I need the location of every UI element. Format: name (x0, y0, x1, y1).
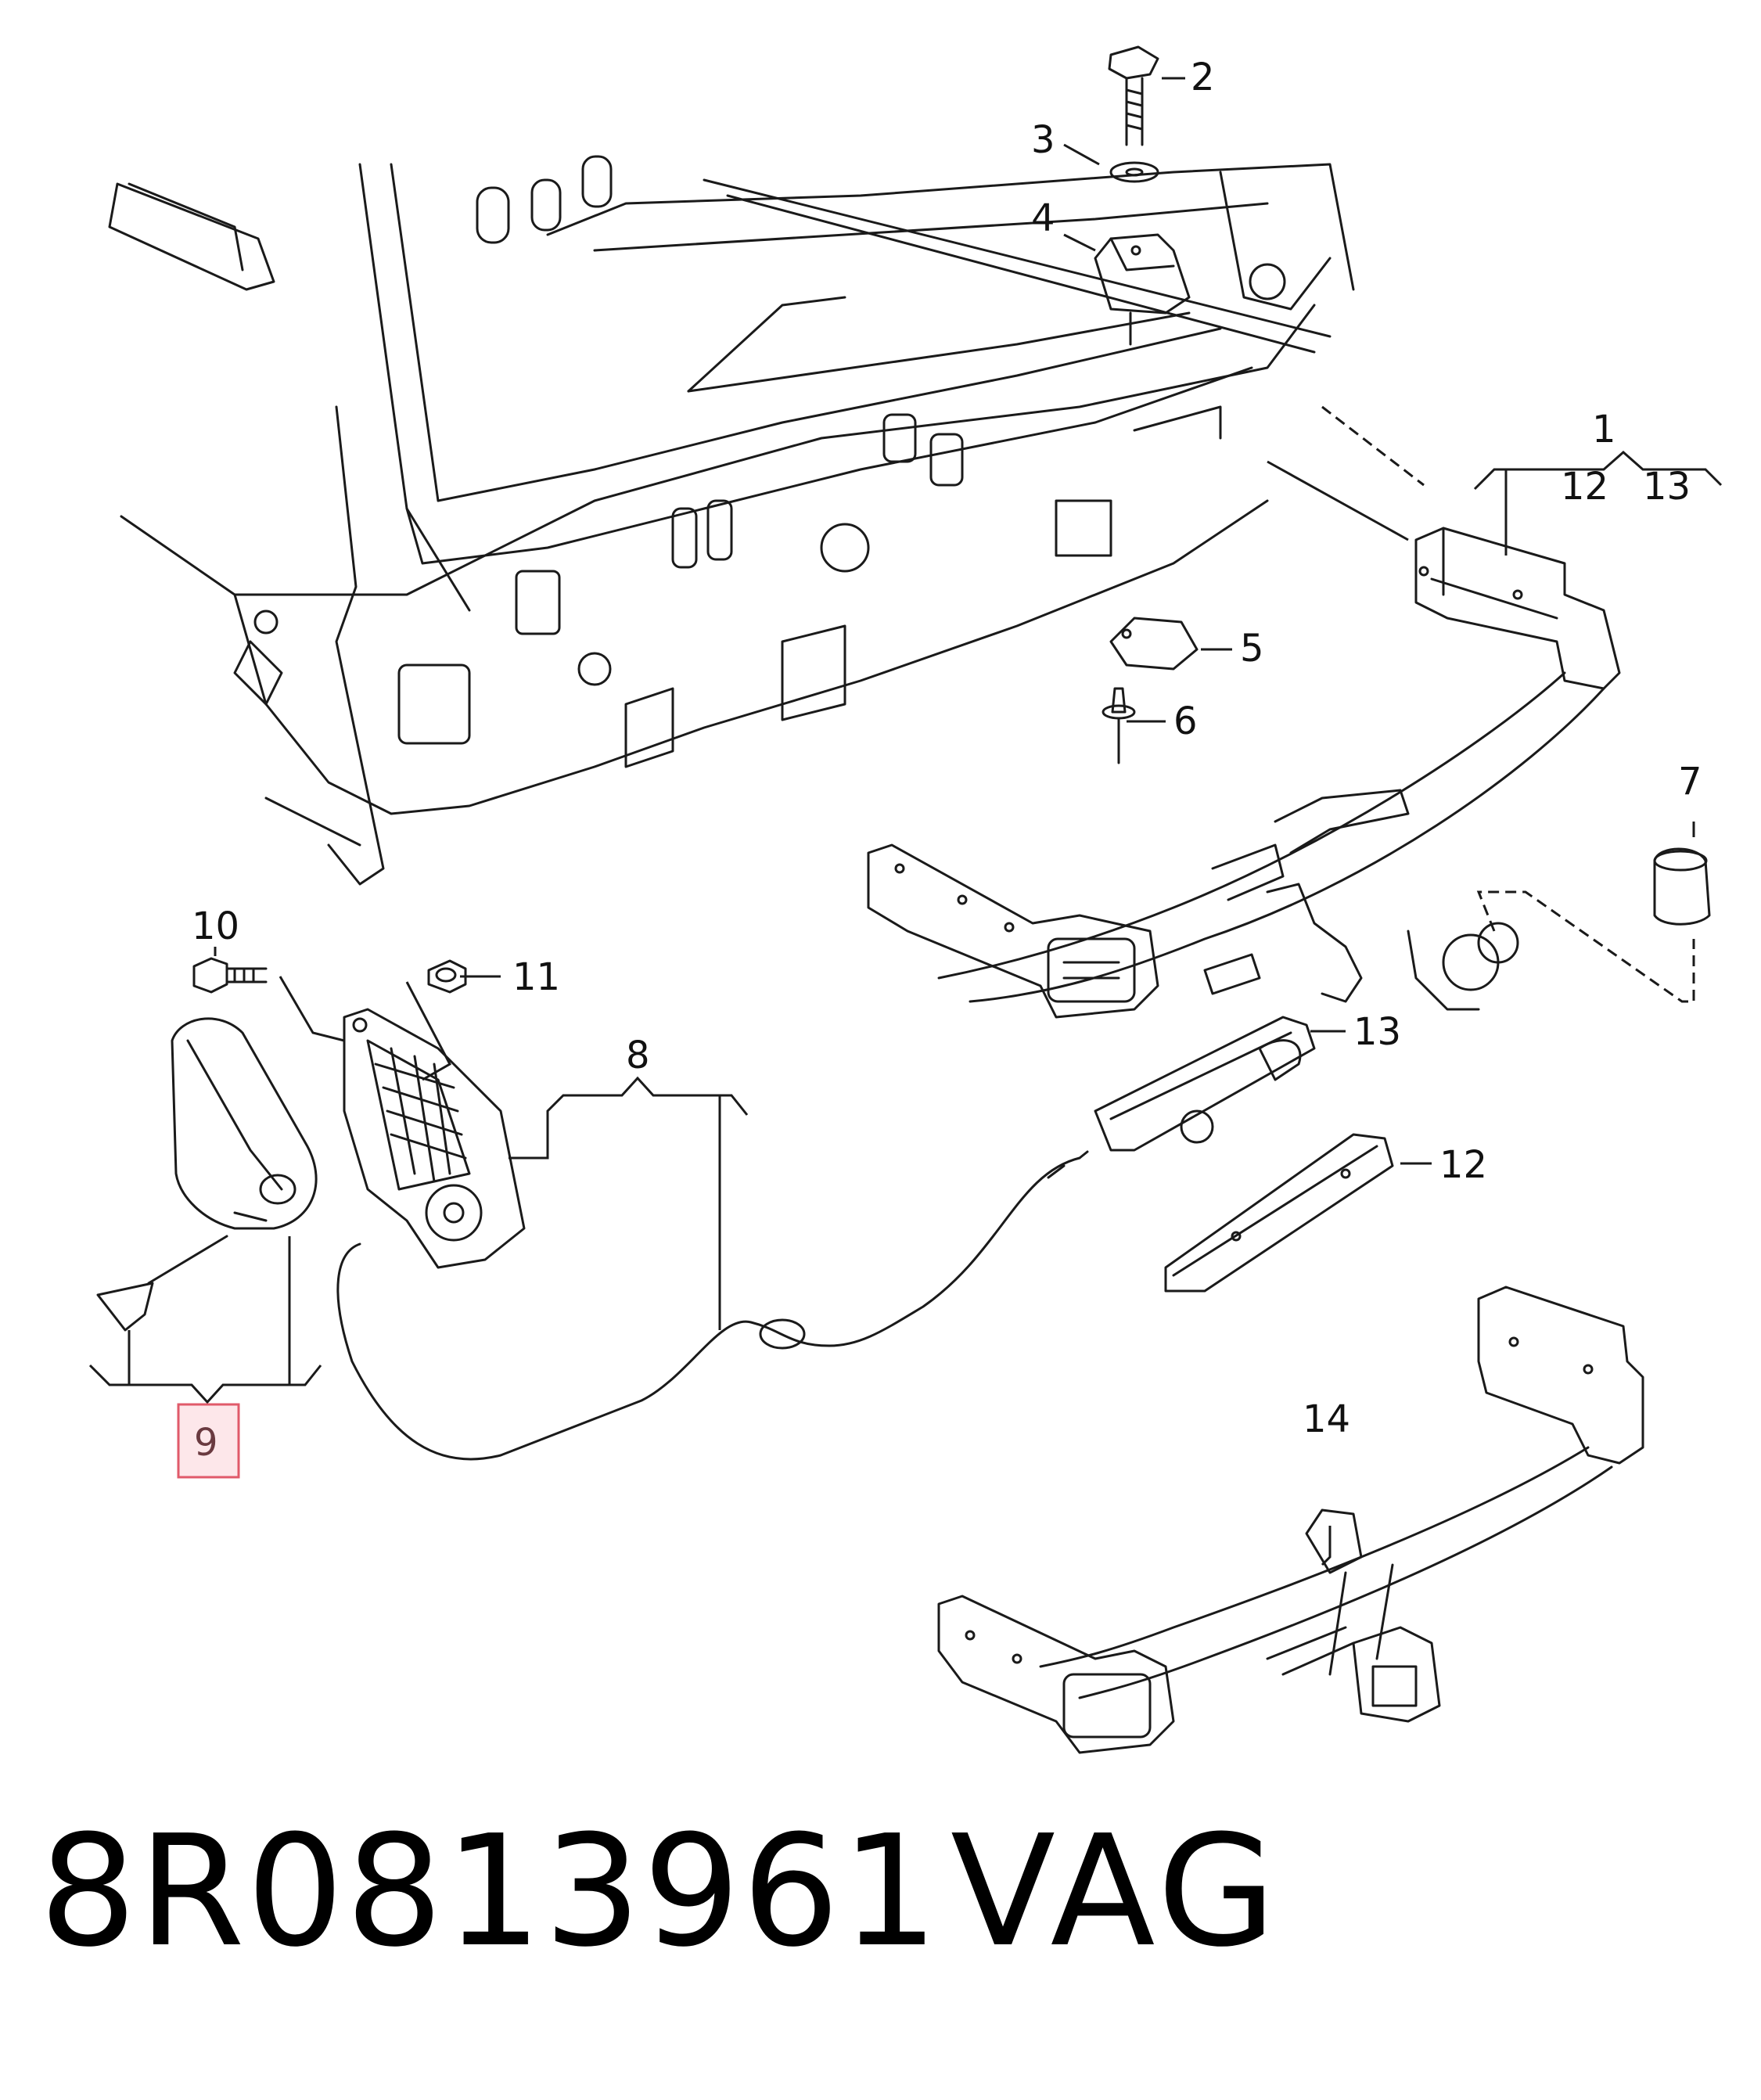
bolt-2 (1108, 45, 1159, 146)
rivet-6 (1102, 687, 1136, 764)
callout-11: 11 (512, 955, 560, 999)
control-module-8 (336, 1008, 1089, 1461)
nut-11 (427, 959, 467, 994)
callout-4: 4 (1031, 196, 1055, 240)
callout-5: 5 (1240, 627, 1264, 671)
callout-10: 10 (192, 904, 239, 948)
callout-7: 7 (1678, 760, 1702, 804)
leader-lines (88, 77, 1723, 1566)
callout-1: 1 (1592, 408, 1616, 451)
callout-9: 9 (194, 1421, 218, 1465)
towbar-assembly-1 (867, 527, 1621, 1019)
plate-5 (1109, 617, 1199, 671)
clip-9 (96, 1235, 228, 1332)
vehicle-floor-body (108, 155, 1355, 886)
callout-3: 3 (1031, 118, 1055, 162)
towbar-14 (937, 1286, 1644, 1754)
callout-2: 2 (1191, 56, 1215, 99)
bracket-4 (1094, 233, 1191, 346)
cap-7 (1653, 847, 1711, 926)
callout-14: 14 (1303, 1397, 1350, 1441)
parts-diagram: 2 3 4 1 12 13 5 6 7 10 11 13 8 12 9 14 (88, 45, 1723, 1754)
callout-8: 8 (626, 1034, 650, 1077)
bracket-12 (1164, 1133, 1394, 1293)
callout-labels: 2 3 4 1 12 13 5 6 7 10 11 13 8 12 9 14 (192, 56, 1702, 1465)
bolt-10 (192, 957, 268, 994)
housing-9 (171, 1017, 318, 1230)
washer-3 (1109, 161, 1159, 183)
callout-13-bottom: 13 (1353, 1010, 1401, 1054)
callout-12-top: 12 (1561, 465, 1608, 509)
callout-6: 6 (1173, 699, 1198, 743)
brand-name: VAG (951, 1803, 1281, 1981)
callout-12-bottom: 12 (1439, 1143, 1487, 1187)
part-number: 8R0813961 (39, 1803, 940, 1981)
callout-13-top: 13 (1643, 465, 1691, 509)
callout-9-highlight (177, 1403, 240, 1479)
bracket-13 (1094, 1016, 1316, 1152)
